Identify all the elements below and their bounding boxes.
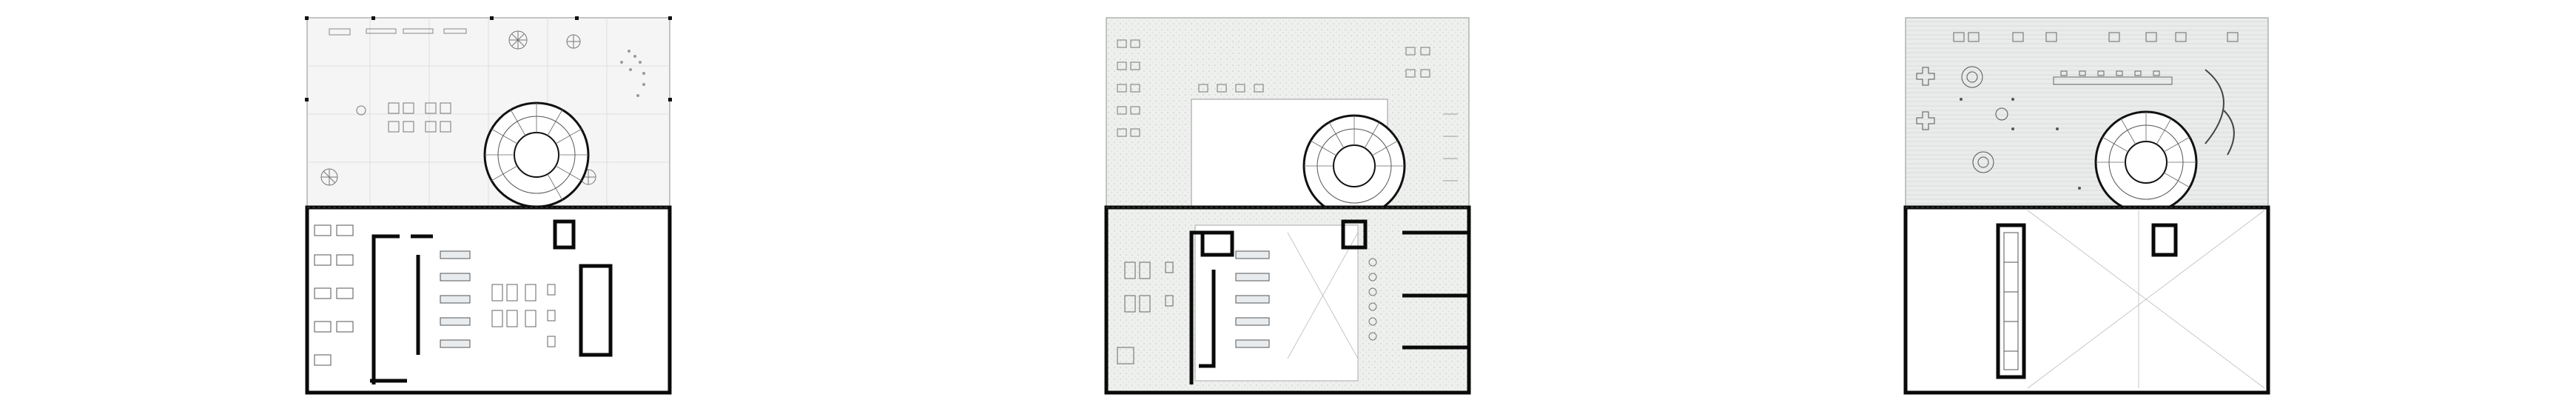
- table-icon: [2053, 70, 2173, 85]
- floor-plan-1-drawing: [305, 16, 672, 395]
- void-cross: [2027, 210, 2265, 389]
- chair-icon: [1953, 32, 2239, 42]
- reading-room: [1194, 224, 1359, 382]
- curved-bench: [2205, 69, 2224, 144]
- table-icon: [388, 102, 451, 133]
- planter-icon: [1916, 66, 2008, 173]
- table-icon: [491, 284, 556, 347]
- bench-row: [1443, 113, 1458, 181]
- lower-floor-outline: [1903, 205, 2270, 395]
- desk-row: [314, 224, 354, 366]
- stair-run: [2003, 232, 2019, 370]
- spiral-stair-icon: [2094, 110, 2198, 214]
- planter-icon: [620, 50, 645, 97]
- floor-plan-1: [296, 10, 681, 396]
- spiral-stair-icon: [1302, 114, 1406, 218]
- core-walls: [1996, 223, 2178, 379]
- void-cross: [1287, 232, 1359, 359]
- spiral-stair-icon: [483, 101, 590, 208]
- floor-plan-3-drawing: [1903, 17, 2270, 395]
- floor-plan-2: [1095, 10, 1480, 396]
- shelf-row: [1235, 250, 1270, 348]
- chair-icon: [1368, 258, 1377, 341]
- bench-row: [329, 28, 467, 36]
- table-icon: [1117, 262, 1174, 364]
- chair-icon: [1117, 39, 1430, 137]
- tree-icon: [320, 30, 596, 186]
- interior-floor: [305, 205, 672, 395]
- curved-bench: [2223, 110, 2235, 156]
- roof-deck: [1905, 17, 2269, 208]
- shelf-row: [440, 250, 471, 348]
- column-icon: [305, 16, 672, 101]
- core-walls: [370, 219, 613, 384]
- floor-plan-2-drawing: [1104, 17, 1471, 395]
- floor-plan-3: [1894, 10, 2279, 396]
- core-walls: [1189, 219, 1469, 384]
